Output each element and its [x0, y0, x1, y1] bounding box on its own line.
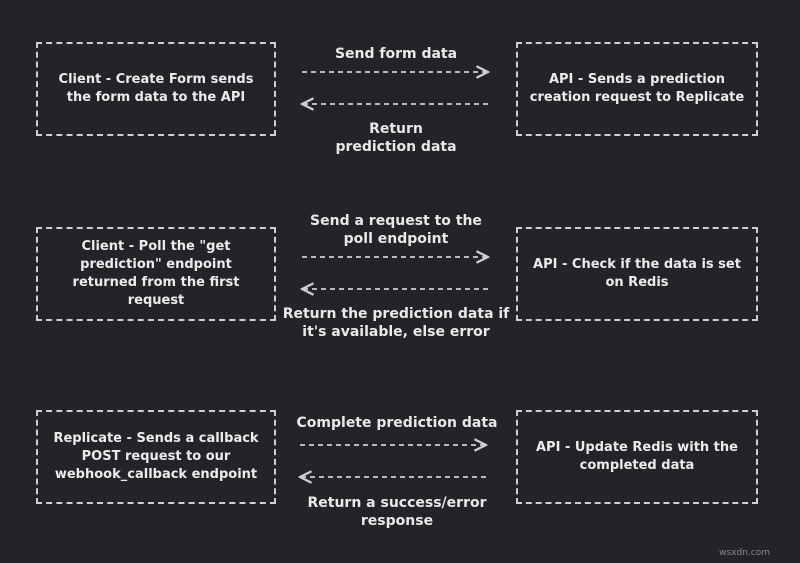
client-create-form-text: Client - Create Form sends the form data… [58, 72, 254, 105]
api-prediction-request-text: API - Sends a prediction creation reques… [529, 72, 745, 105]
client-create-form-box: Client - Create Form sends the form data… [36, 42, 276, 136]
client-poll-text: Client - Poll the "get prediction" endpo… [72, 239, 240, 308]
replicate-callback-box: Replicate - Sends a callback POST reques… [36, 410, 276, 504]
api-check-redis-text: API - Check if the data is set on Redis [533, 257, 741, 290]
replicate-callback-text: Replicate - Sends a callback POST reques… [53, 431, 259, 482]
client-poll-box: Client - Poll the "get prediction" endpo… [36, 227, 276, 321]
send-form-data-label: Send form data [334, 46, 458, 62]
watermark: wsxdn.com [719, 548, 770, 558]
send-poll-request-label: Send a request to the poll endpoint [310, 213, 482, 247]
return-prediction-or-error-label: Return the prediction data if it's avail… [282, 306, 510, 340]
api-prediction-request-box: API - Sends a prediction creation reques… [516, 42, 758, 136]
api-update-redis-text: API - Update Redis with the completed da… [536, 440, 738, 473]
complete-prediction-data-label: Complete prediction data [296, 415, 498, 431]
return-prediction-data-label: Return prediction data [335, 121, 457, 155]
api-update-redis-box: API - Update Redis with the completed da… [516, 410, 758, 504]
api-check-redis-box: API - Check if the data is set on Redis [516, 227, 758, 321]
return-success-error-label: Return a success/error response [307, 495, 487, 529]
